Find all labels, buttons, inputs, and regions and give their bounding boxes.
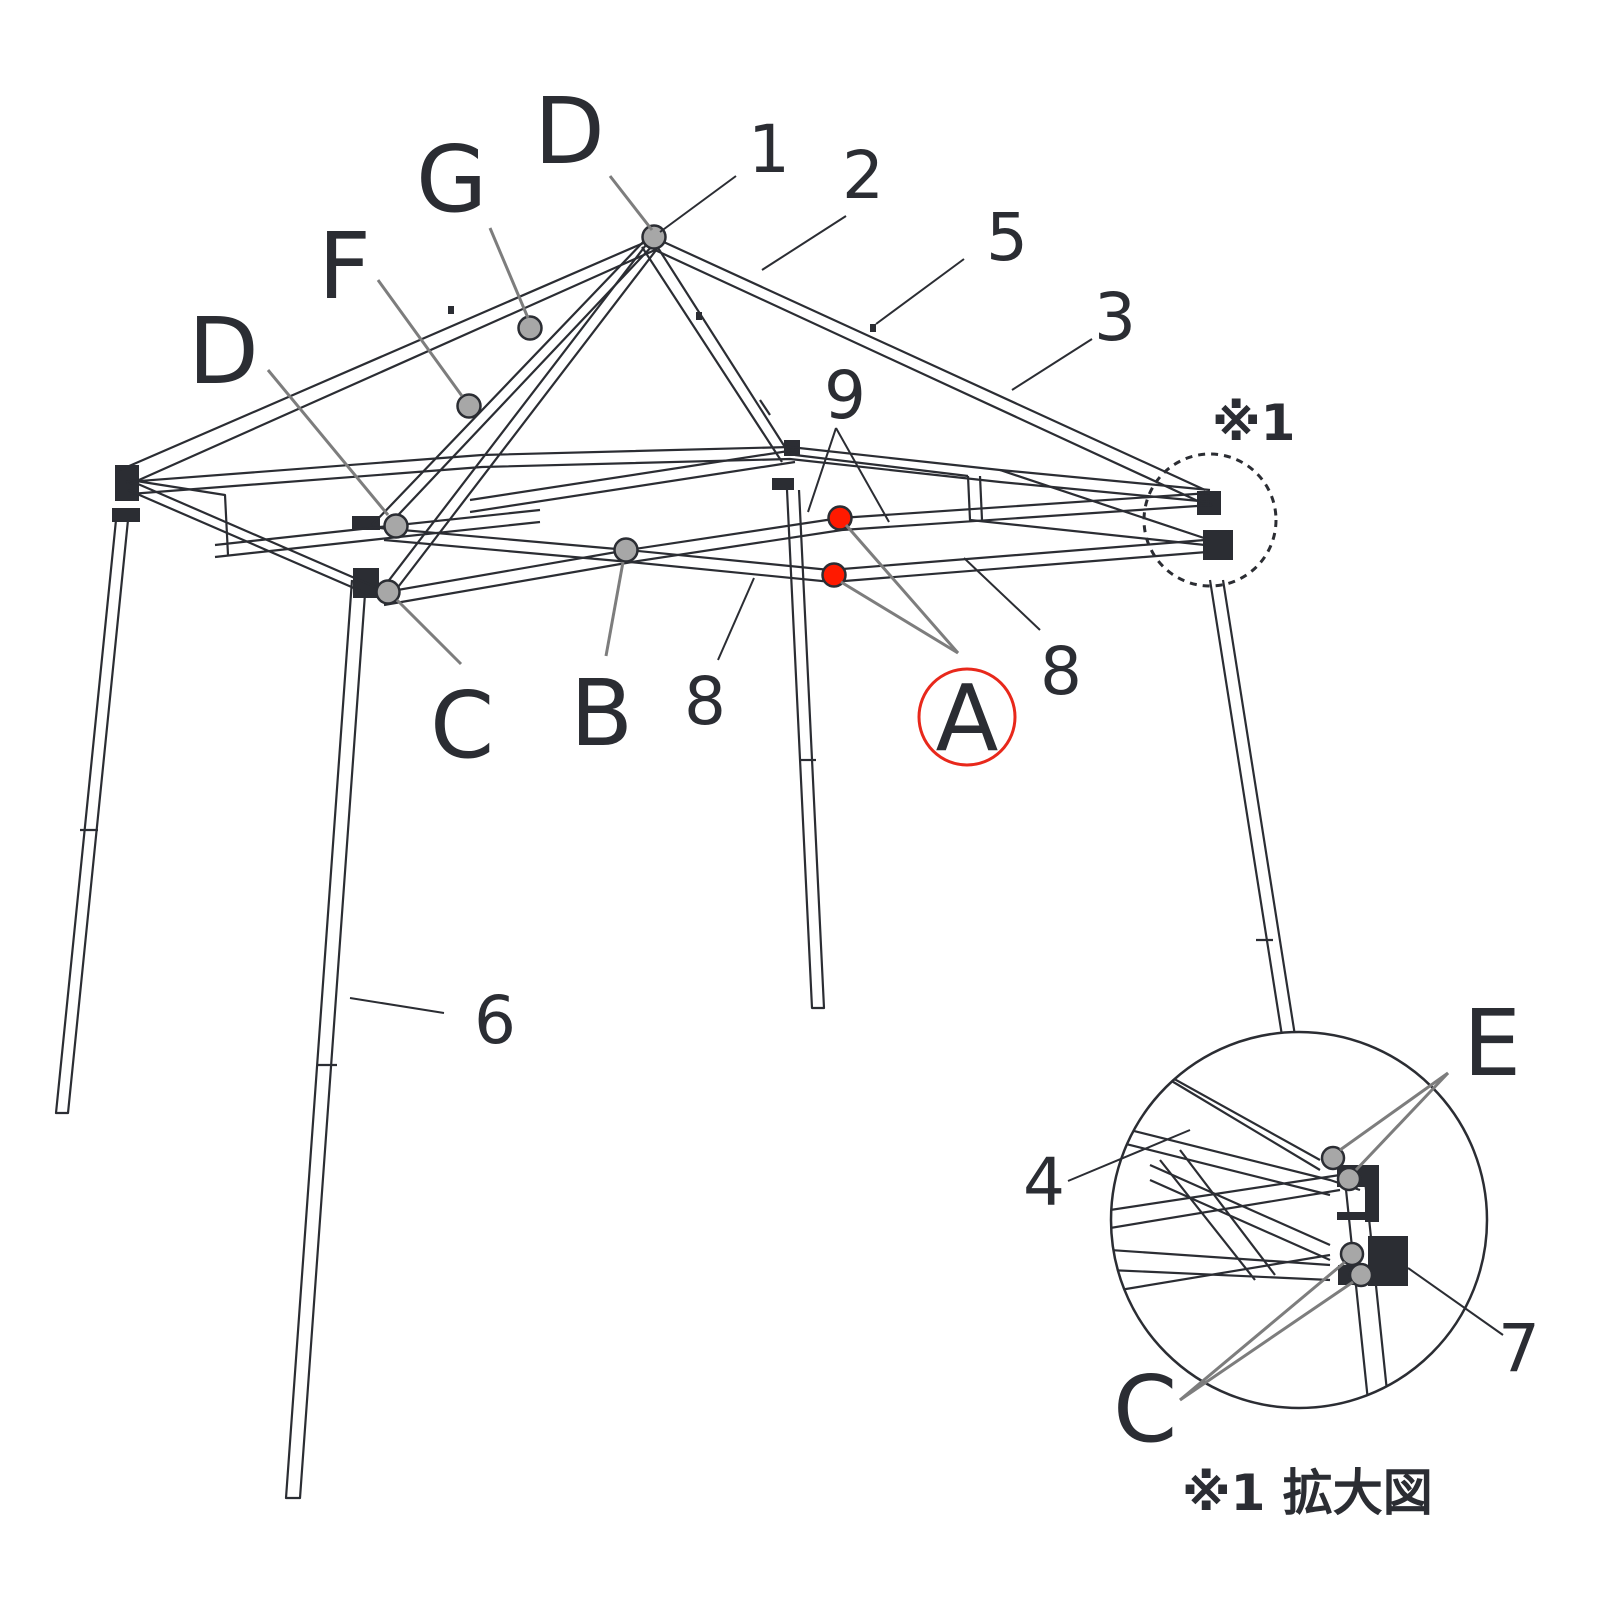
reference-mark: ※1 (1212, 394, 1295, 452)
number-labels: 1 2 5 3 9 8 8 6 4 7 (474, 111, 1540, 1387)
zoom-joint-e2 (1336, 1166, 1362, 1192)
zoom-joint-c1 (1339, 1241, 1365, 1267)
label-f: F (318, 213, 371, 320)
label-5: 5 (986, 199, 1028, 276)
label-c-zoom: C (1113, 1356, 1177, 1463)
joint-d-top (641, 224, 667, 250)
label-d-top: D (534, 78, 605, 185)
label-c: C (430, 672, 494, 779)
joint-f (456, 393, 482, 419)
label-d-left: D (188, 298, 259, 405)
leg-front-left (284, 516, 380, 1500)
label-8-left: 8 (684, 663, 726, 740)
joint-a-upper (827, 505, 853, 531)
label-8-right: 8 (1040, 633, 1082, 710)
label-a-ring (917, 667, 1017, 767)
joint-g (517, 315, 543, 341)
label-7: 7 (1498, 1310, 1540, 1387)
label-4: 4 (1023, 1144, 1065, 1221)
label-3: 3 (1094, 279, 1136, 356)
zoom-caption: ※1 拡大図 (1182, 1464, 1433, 1522)
joint-a-lower (821, 562, 847, 588)
joint-d-left (383, 513, 409, 539)
label-2: 2 (842, 137, 884, 214)
joint-b (613, 537, 639, 563)
label-a: A (936, 665, 999, 772)
label-b: B (570, 660, 633, 767)
roof-frame (119, 236, 1206, 596)
letter-labels: D G F D C B A E C (188, 78, 1521, 1463)
label-6: 6 (474, 982, 516, 1059)
leaders (266, 175, 1093, 1014)
label-9: 9 (824, 357, 866, 434)
leg-front-right (1197, 491, 1298, 1044)
zoom-detail (1067, 1030, 1504, 1410)
zoom-joint-e1 (1320, 1145, 1346, 1171)
label-e: E (1463, 990, 1521, 1097)
eave-truss (125, 445, 1213, 607)
label-g: G (416, 126, 487, 233)
leg-back-left (54, 465, 140, 1115)
label-1: 1 (748, 111, 790, 188)
joint-c (375, 579, 401, 605)
joints (375, 224, 853, 605)
zoom-joint-c2 (1348, 1262, 1374, 1288)
reference-callout: ※1 (1142, 394, 1295, 588)
